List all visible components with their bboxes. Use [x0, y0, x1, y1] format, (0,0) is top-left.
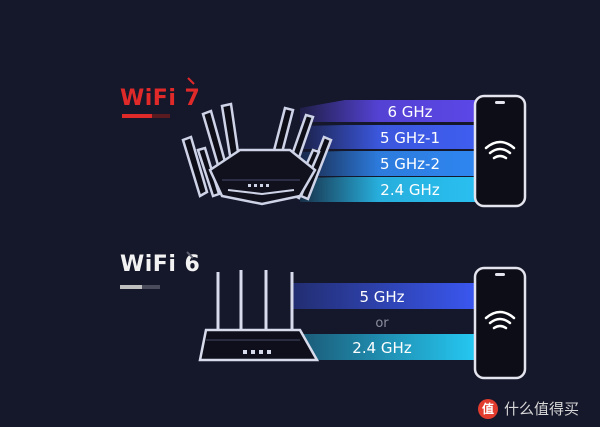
watermark: 值 什么值得买	[478, 398, 579, 419]
wifi7-title: WiFi 7	[120, 86, 201, 111]
wifi6-router-icon	[198, 270, 320, 362]
band-24ghz-beam	[300, 177, 475, 202]
wifi6-phone-icon	[473, 266, 527, 380]
wifi7-phone-icon	[473, 94, 527, 208]
watermark-text: 什么值得买	[504, 400, 580, 418]
band-5ghz-1-beam	[300, 125, 475, 149]
band-5ghz-2-beam	[300, 151, 475, 176]
band-5ghz-2-label: 5 GHz-2	[380, 155, 440, 173]
wifi6-band-24ghz-label: 2.4 GHz	[352, 339, 412, 357]
wifi6-bands: 5 GHz or 2.4 GHz	[292, 283, 475, 360]
band-6ghz-beam	[300, 100, 475, 122]
wifi-signal-icon	[484, 310, 516, 330]
wifi6-or-separator: or	[375, 316, 389, 331]
wifi7-router-icon	[181, 102, 333, 206]
wifi7-underline	[122, 77, 195, 118]
band-24ghz-label: 2.4 GHz	[380, 181, 440, 199]
watermark-logo-icon: 值	[478, 398, 498, 419]
wifi-signal-icon	[484, 140, 516, 160]
wifi7-bands: 6 GHz 5 GHz-1 5 GHz-2 2.4 GHz	[300, 100, 475, 202]
wifi6-title: WiFi 6	[120, 252, 201, 277]
band-5ghz-1-label: 5 GHz-1	[380, 129, 440, 147]
band-6ghz-label: 6 GHz	[387, 103, 432, 121]
wifi6-underline	[120, 251, 194, 289]
wifi6-band-5ghz-beam	[292, 283, 475, 309]
wifi6-band-5ghz-label: 5 GHz	[359, 288, 404, 306]
wifi6-band-24ghz-beam	[292, 334, 475, 360]
